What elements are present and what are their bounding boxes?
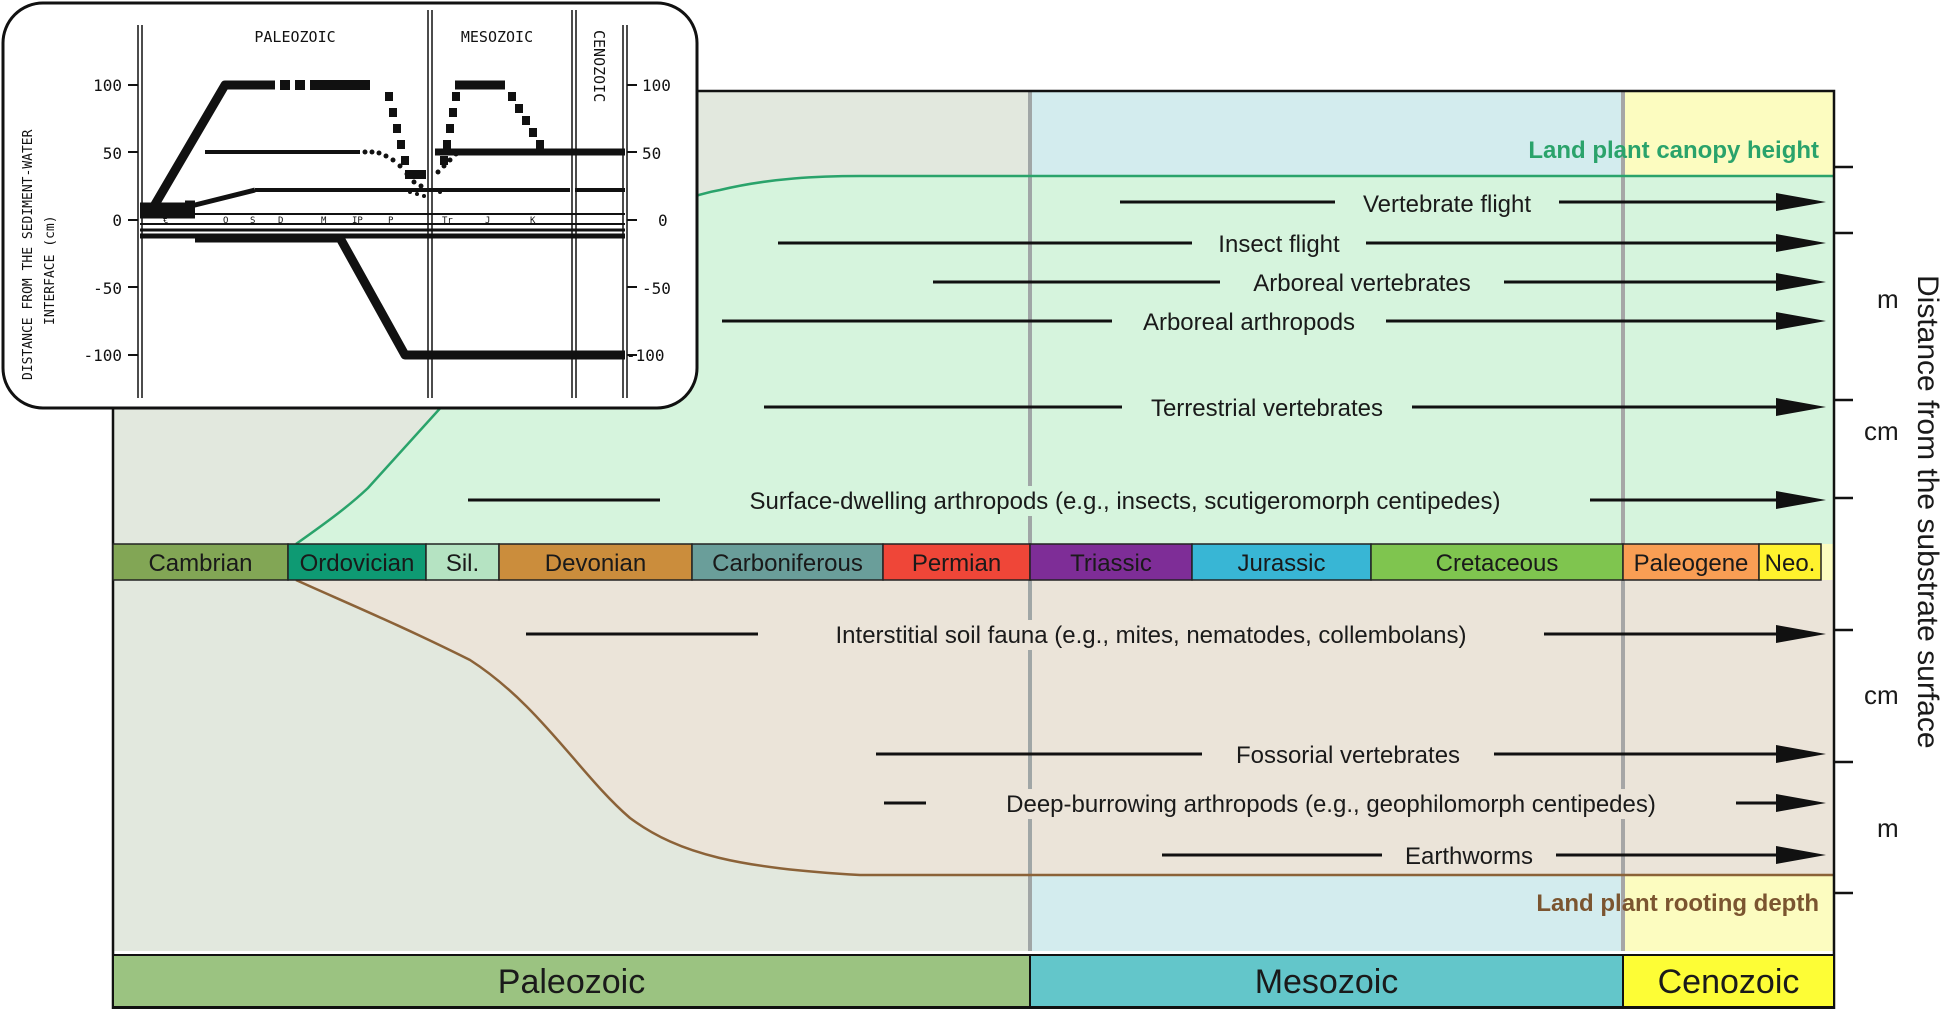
lineage-interstitial-soil-fauna: Interstitial soil fauna (e.g., mites, ne… [526,620,1826,650]
inset-period-letters: € O S D M IP P Tr J K [163,216,536,226]
lineage-earthworms: Earthworms [1162,841,1826,871]
era-label: Paleozoic [498,963,645,1001]
lineage-label: Arboreal arthropods [1143,309,1355,336]
lineage-terrestrial-vertebrates: Terrestrial vertebrates [764,393,1826,423]
inset-era-paleozoic: PALEOZOIC [254,28,335,46]
inset-period-mississippian: M [321,216,327,226]
inset-left-tick-50: 50 [103,144,122,163]
period-paleogene: Paleogene [1622,543,1760,581]
period-sil: Sil. [425,543,500,581]
inset-period-jurassic: J [485,216,490,226]
period-label: Devonian [545,550,646,577]
lineage-surface-arthropods: Surface-dwelling arthropods (e.g., insec… [468,486,1826,516]
inset-plot: PALEOZOIC MESOZOIC CENOZOIC DISTANCE FRO… [1,1,699,410]
below-ground-lineages: Interstitial soil fauna (e.g., mites, ne… [526,620,1826,871]
period-bar: Cambrian Ordovician Sil. Devonian Carbonifer… [112,543,1822,581]
inset-right-tick-neg100: -100 [626,346,665,365]
tick-label-cm-lower: cm [1864,680,1899,710]
canopy-height-label: Land plant canopy height [1528,137,1819,164]
lineage-label: Fossorial vertebrates [1236,742,1460,769]
inset-period-pennsylvanian: IP [352,216,363,226]
inset-y-label-line1: DISTANCE FROM THE SEDIMENT-WATER [21,129,36,380]
inset-period-devonian: D [278,216,283,226]
period-label: Ordovician [300,550,415,577]
inset-period-permian: P [388,216,394,226]
lineage-deep-burrowing-arthropods: Deep-burrowing arthropods (e.g., geophil… [884,789,1826,819]
lineage-insect-flight: Insect flight [778,229,1826,259]
rooting-depth-label: Land plant rooting depth [1536,890,1819,917]
period-label: Cretaceous [1436,550,1559,577]
lineage-arboreal-arthropods: Arboreal arthropods [722,307,1826,337]
period-label: Neo. [1765,550,1816,577]
lineage-label: Insect flight [1218,231,1340,258]
lineage-label: Vertebrate flight [1363,191,1531,218]
tick-label-m-lower: m [1877,813,1899,843]
era-cenozoic: Cenozoic [1622,954,1835,1008]
inset-period-triassic: Tr [442,216,453,226]
lineage-label: Earthworms [1405,843,1533,870]
period-triassic: Triassic [1029,543,1193,581]
period-label: Triassic [1070,550,1152,577]
inset-era-cenozoic: CENOZOIC [590,30,608,102]
period-cretaceous: Cretaceous [1370,543,1624,581]
era-label: Cenozoic [1658,963,1800,1001]
period-label: Carboniferous [712,550,863,577]
inset-era-mesozoic: MESOZOIC [461,28,533,46]
period-label: Permian [912,550,1001,577]
inset-right-tick-neg50: -50 [642,279,671,298]
lineage-vertebrate-flight: Vertebrate flight [1120,188,1826,218]
lineage-label: Interstitial soil fauna (e.g., mites, ne… [836,622,1467,649]
period-jurassic: Jurassic [1191,543,1372,581]
period-neo: Neo. [1758,543,1822,581]
period-label: Paleogene [1634,550,1749,577]
inset-left-tick-0: 0 [112,211,122,230]
period-label: Sil. [446,550,479,577]
period-permian: Permian [882,543,1031,581]
inset-period-cambrian: € [163,216,168,226]
rooting-depth-curve [295,578,1834,877]
inset-dotted-segments [280,80,544,198]
period-devonian: Devonian [498,543,693,581]
period-ordovician: Ordovician [287,543,427,581]
period-label: Jurassic [1237,550,1325,577]
lineage-fossorial-vertebrates: Fossorial vertebrates [876,740,1826,770]
lineage-label: Deep-burrowing arthropods (e.g., geophil… [1006,791,1656,818]
inset-left-tick-neg100: -100 [83,346,122,365]
inset-y-label-line2: INTERFACE (cm) [43,215,58,325]
inset-left-tick-100: 100 [93,76,122,95]
inset-right-tick-0: 0 [658,211,668,230]
period-label: Cambrian [148,550,252,577]
lineage-label: Surface-dwelling arthropods (e.g., insec… [749,488,1500,515]
right-axis-title: Distance from the substrate surface [1911,275,1944,749]
inset-right-tick-50: 50 [642,144,661,163]
tick-label-cm-upper: cm [1864,416,1899,446]
inset-period-cretaceous: K [530,216,536,226]
inset-right-tick-100: 100 [642,76,671,95]
inset-period-silurian: S [250,216,255,226]
era-mesozoic: Mesozoic [1029,954,1624,1008]
inset-left-tick-neg50: -50 [93,279,122,298]
era-bar: Paleozoic Mesozoic Cenozoic [112,954,1835,1008]
lineage-label: Terrestrial vertebrates [1151,395,1383,422]
inset-period-ordovician: O [223,216,228,226]
right-axis: m cm cm m Distance from the substrate su… [1834,165,1944,895]
period-carboniferous: Carboniferous [691,543,884,581]
period-cambrian: Cambrian [112,543,289,581]
era-label: Mesozoic [1255,963,1399,1001]
tick-label-m-upper: m [1877,284,1899,314]
above-ground-lineages: Vertebrate flight Insect flight Arboreal… [468,188,1826,516]
lineage-label: Arboreal vertebrates [1253,270,1470,297]
lineage-arboreal-vertebrates: Arboreal vertebrates [933,268,1826,298]
era-paleozoic: Paleozoic [112,954,1031,1008]
